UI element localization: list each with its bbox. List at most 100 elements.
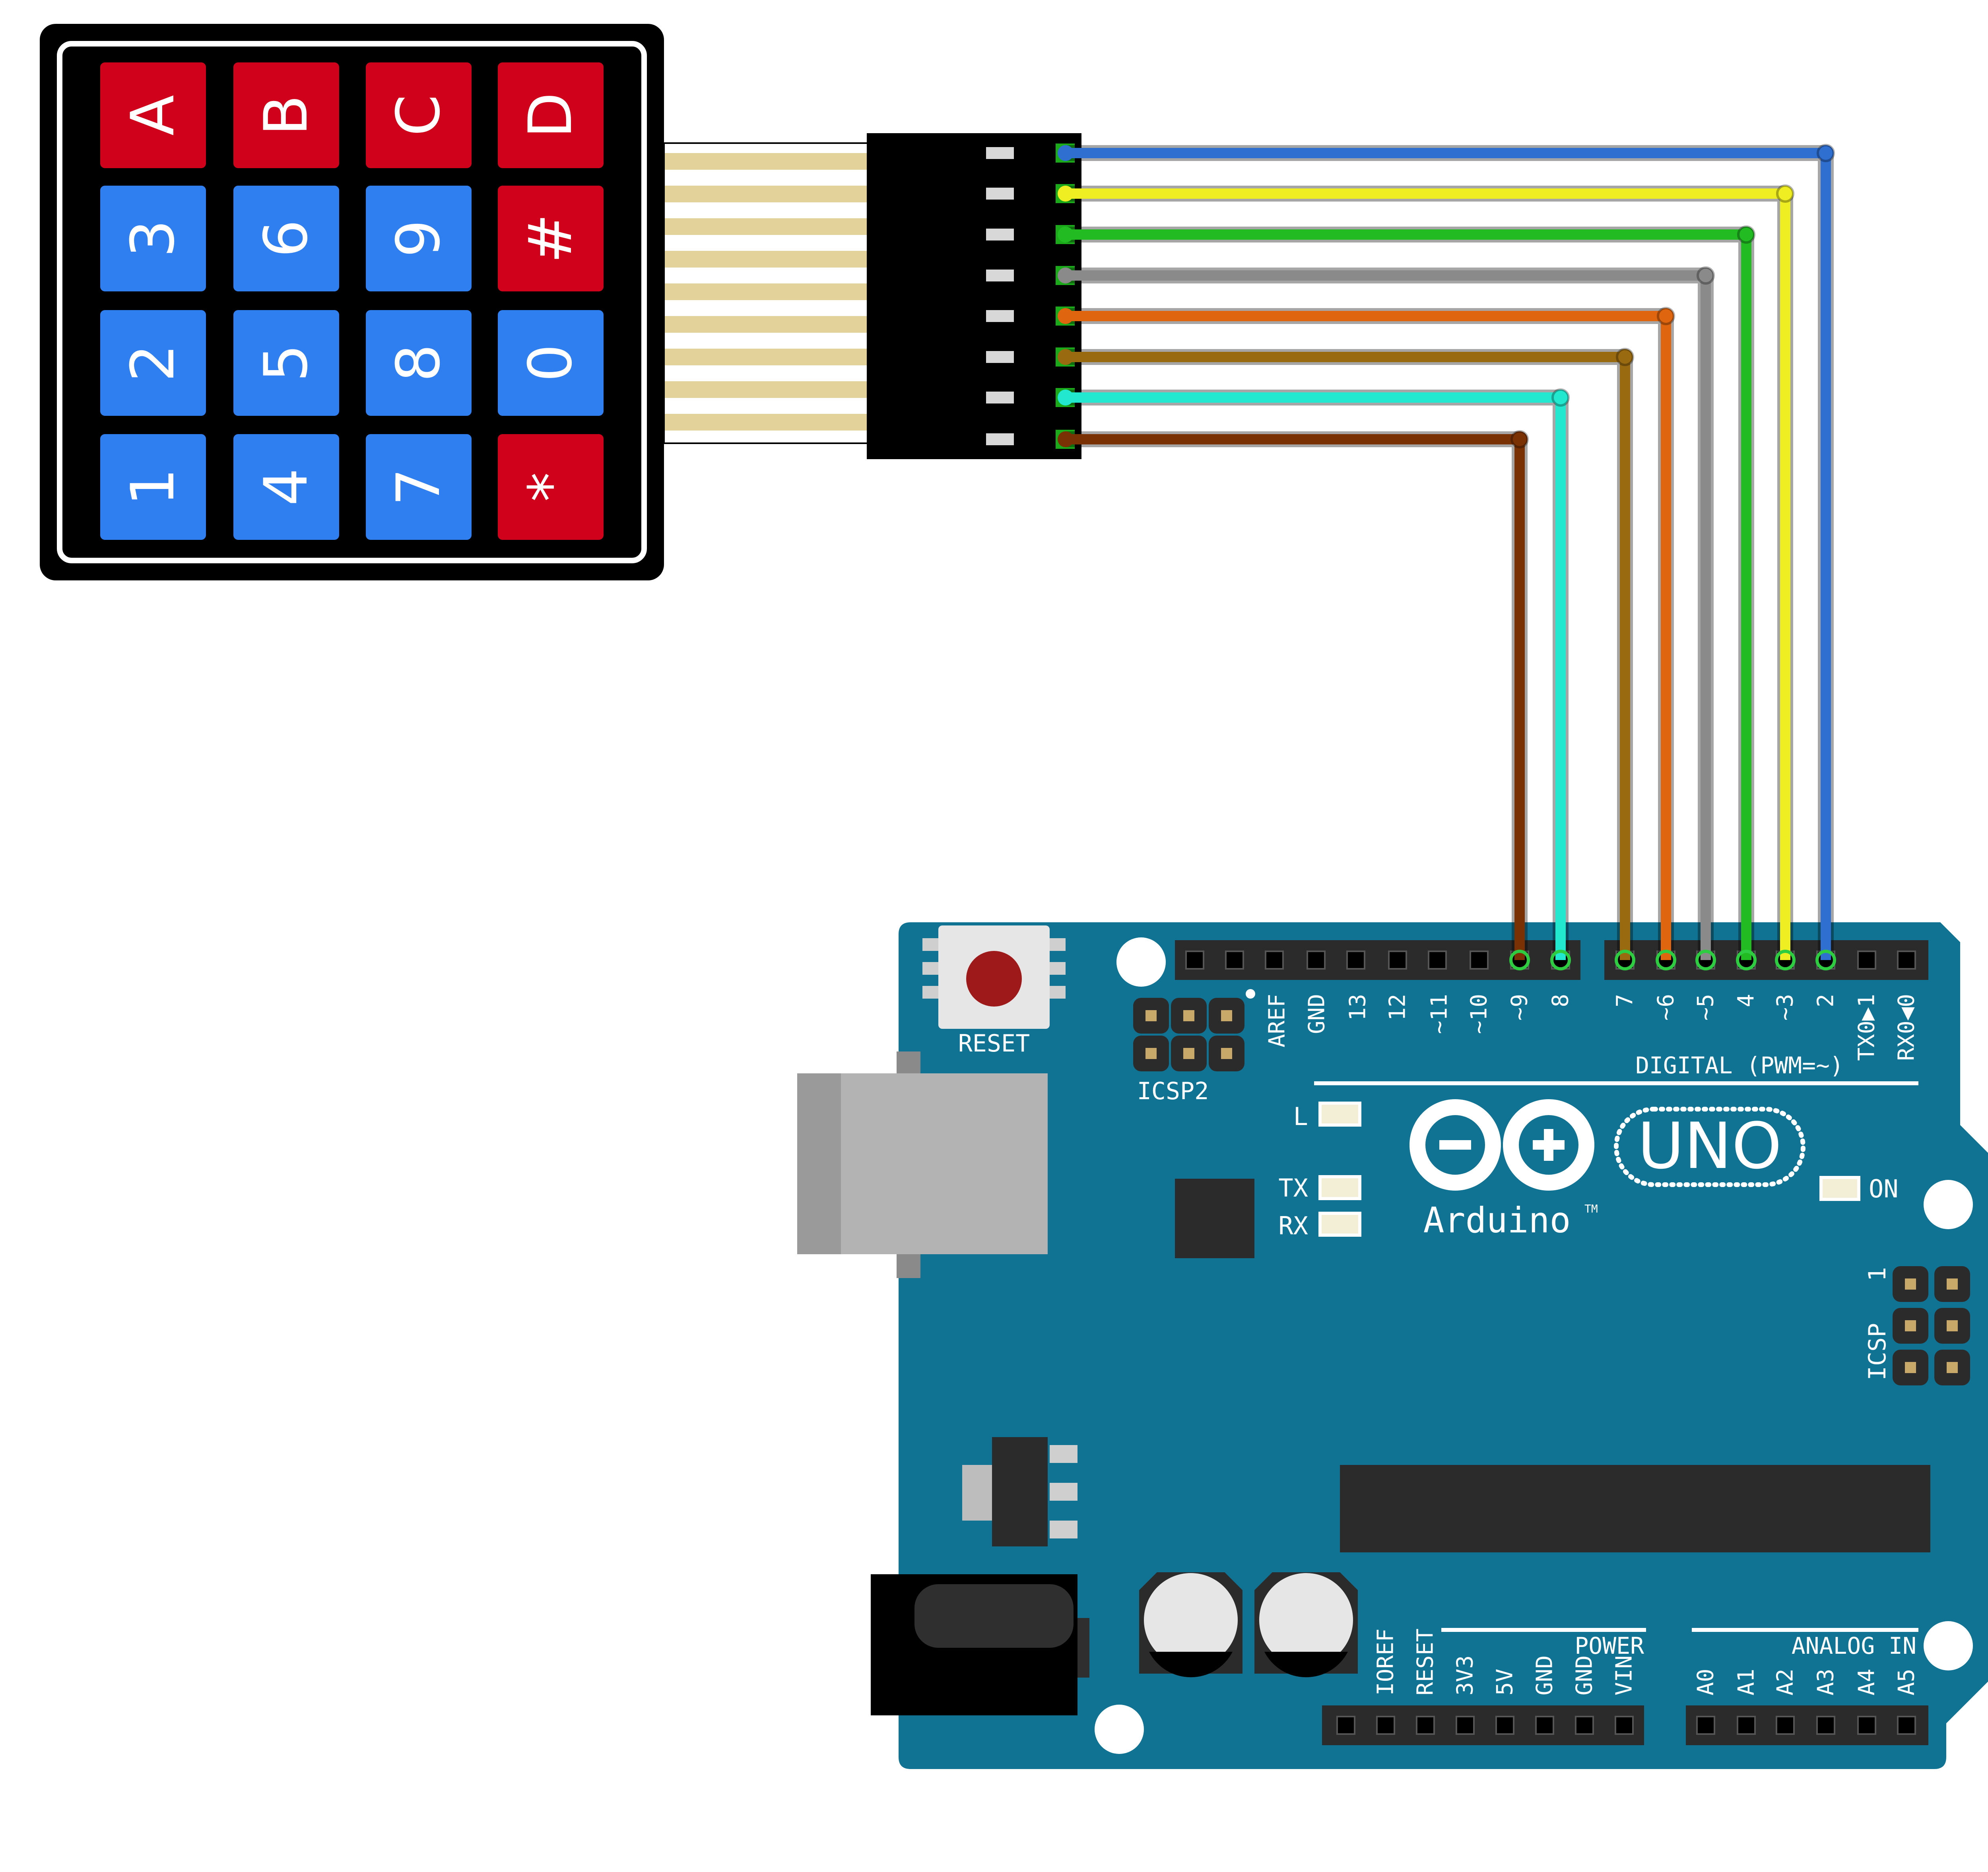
jumper-wire: [1058, 184, 1796, 970]
icsp-header: [1893, 1266, 1970, 1385]
digital-divider: [1314, 1081, 1918, 1085]
pin-label: 12: [1385, 994, 1411, 1020]
keypad-key[interactable]: D: [496, 61, 605, 170]
usb-chip: [1175, 1179, 1254, 1258]
brand-text: Arduino: [1423, 1200, 1571, 1241]
keypad-key-label: #: [516, 213, 585, 264]
capacitor: [1254, 1572, 1358, 1678]
pin-label: A2: [1773, 1669, 1798, 1695]
mount-hole: [1924, 1180, 1973, 1229]
pin-label: ~6: [1653, 994, 1679, 1020]
keypad-key-label: 4: [252, 468, 321, 506]
keypad-key-label: 6: [252, 219, 321, 257]
power-header: [1322, 1705, 1644, 1745]
led-l: [1318, 1102, 1361, 1127]
power-divider: [1441, 1628, 1646, 1632]
keypad-key-label: D: [516, 92, 585, 138]
wires: [1058, 144, 1836, 970]
keypad-key[interactable]: 5: [232, 308, 341, 417]
pin-label: A5: [1894, 1669, 1920, 1695]
pin-label: 8: [1548, 994, 1574, 1007]
led-on: [1819, 1176, 1860, 1201]
pin-label: GND: [1572, 1655, 1598, 1695]
keypad-key[interactable]: B: [232, 61, 341, 170]
pin-label: RX0◀0: [1894, 994, 1920, 1061]
jumper-wire: [1058, 307, 1676, 970]
icsp-pin1-label: 1: [1864, 1267, 1891, 1281]
keypad-key[interactable]: 4: [232, 433, 341, 541]
icsp-label: ICSP: [1864, 1323, 1891, 1381]
icsp2-label: ICSP2: [1137, 1077, 1209, 1105]
keypad-key-label: 3: [118, 219, 188, 257]
keypad-key[interactable]: 2: [99, 308, 208, 417]
keypad-key[interactable]: A: [99, 61, 208, 170]
keypad-key[interactable]: C: [364, 61, 473, 170]
jumper-wire: [1058, 266, 1716, 970]
pin-label: A1: [1734, 1669, 1759, 1695]
pin-label: VIN: [1611, 1655, 1637, 1695]
jumper-wire: [1058, 348, 1635, 970]
pin-label: AREF: [1264, 994, 1290, 1048]
pin-label: 3V3: [1452, 1655, 1478, 1695]
jumper-wire: [1058, 225, 1757, 970]
keypad-key-label: 5: [252, 344, 321, 382]
keypad-key[interactable]: #: [496, 184, 605, 293]
uno-text: UNO: [1638, 1109, 1782, 1183]
keypad-key[interactable]: 8: [364, 308, 473, 417]
led-rx-label: RX: [1278, 1211, 1308, 1240]
digital-label: DIGITAL (PWM=~): [1635, 1052, 1844, 1079]
pin-label: GND: [1304, 994, 1330, 1034]
keypad-key-label: *: [516, 472, 585, 502]
led-l-label: L: [1293, 1102, 1308, 1131]
pin-label: 13: [1345, 994, 1371, 1020]
pin-label: ~3: [1773, 994, 1798, 1020]
usb-connector: [797, 1051, 1048, 1278]
reset-label: RESET: [958, 1030, 1030, 1057]
keypad-key-label: 8: [384, 344, 453, 382]
pin-label: A4: [1854, 1669, 1880, 1695]
pin-label: A3: [1813, 1669, 1839, 1695]
voltage-regulator: [962, 1437, 1077, 1546]
pin-label: RESET: [1413, 1628, 1439, 1695]
keypad-key[interactable]: 0: [496, 308, 605, 417]
keypad-key[interactable]: 9: [364, 184, 473, 293]
keypad-key-label: A: [118, 95, 188, 136]
digital-header-b: [1604, 940, 1928, 980]
icsp2-header: [1133, 998, 1244, 1071]
keypad-key[interactable]: 1: [99, 433, 208, 541]
pin-label: 5V: [1492, 1669, 1518, 1695]
pin-label: 2: [1813, 994, 1839, 1007]
analog-header: [1686, 1705, 1928, 1745]
led-tx-label: TX: [1278, 1174, 1308, 1203]
pin-label: IOREF: [1373, 1628, 1399, 1695]
arduino-uno-board: RESET ICSP2 L TX RX ON: [797, 922, 1988, 1769]
keypad-key[interactable]: 6: [232, 184, 341, 293]
pin-label: TX0▶1: [1854, 994, 1880, 1061]
keypad-key-label: 2: [118, 344, 188, 382]
keypad-inner-border: [57, 41, 647, 563]
mount-hole: [1116, 937, 1166, 987]
jumper-wire: [1058, 144, 1836, 970]
pin-label: ~9: [1507, 994, 1533, 1020]
keypad-key[interactable]: 3: [99, 184, 208, 293]
keypad-key-label: B: [252, 95, 321, 136]
reset-button[interactable]: [922, 925, 1066, 1029]
mount-hole: [1924, 1621, 1973, 1670]
arduino-logo: [1409, 1099, 1806, 1191]
pin-label: 4: [1734, 994, 1759, 1007]
keypad-connector: [867, 133, 1081, 459]
analog-label: ANALOG IN: [1792, 1632, 1916, 1659]
led-rx: [1318, 1212, 1361, 1237]
pin-label: ~11: [1427, 994, 1452, 1034]
trademark-text: TM: [1584, 1202, 1598, 1215]
pin-label: ~10: [1466, 994, 1492, 1034]
atmega-chip: [1340, 1465, 1930, 1552]
pin-label: GND: [1532, 1655, 1558, 1695]
keypad-key[interactable]: *: [496, 433, 605, 541]
pin-label: 7: [1612, 994, 1638, 1007]
mount-hole: [1095, 1705, 1144, 1754]
keypad-key[interactable]: 7: [364, 433, 473, 541]
